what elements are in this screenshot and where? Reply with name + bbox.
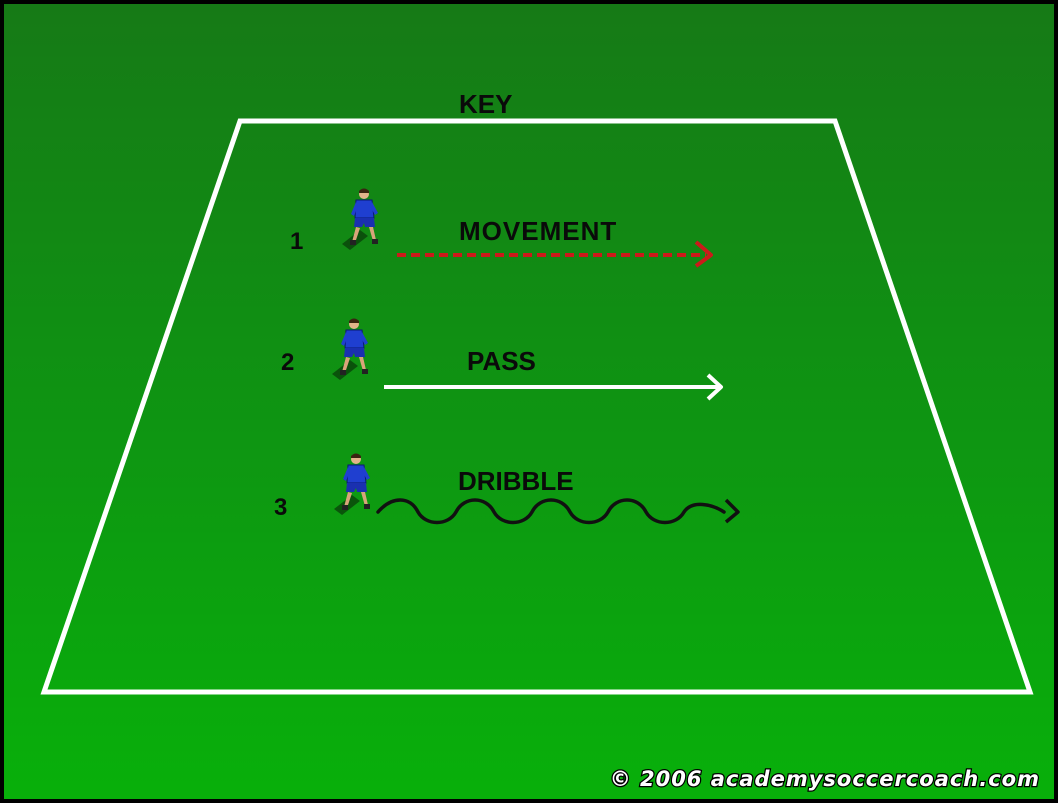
dribble-label: DRIBBLE xyxy=(458,466,574,496)
pass-label: PASS xyxy=(467,346,536,376)
movement-label: MOVEMENT xyxy=(459,216,617,246)
key-title: KEY xyxy=(459,89,512,119)
row-2-number: 2 xyxy=(281,349,294,376)
row-1-number: 1 xyxy=(290,228,303,255)
row-3-number: 3 xyxy=(274,494,287,521)
copyright-watermark: © 2006 academysoccercoach.com xyxy=(610,767,1040,791)
